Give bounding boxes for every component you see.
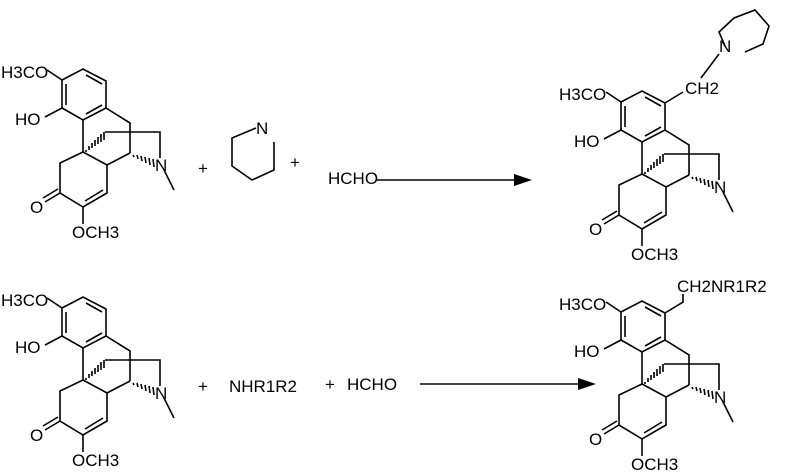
n-label: N	[714, 388, 726, 407]
aldehyde-label: HCHO	[328, 169, 378, 188]
ketone-o-label: O	[589, 430, 602, 449]
ketone-o-label: O	[30, 426, 43, 445]
product-2: H3CO HO N O OCH3 CH2NR1R2	[559, 277, 767, 472]
ome-label: H3CO	[1, 291, 48, 310]
reactant-1: H3CO HO N O OCH3	[1, 63, 175, 242]
enol-ome-label: OCH3	[72, 223, 119, 242]
reactant-2: H3CO HO N O OCH3	[1, 291, 175, 470]
amine-label: NHR1R2	[229, 377, 297, 396]
ch2-label: CH2	[685, 79, 719, 98]
plus-sign: +	[198, 377, 208, 396]
ome-label: H3CO	[559, 85, 606, 104]
reaction-arrow	[420, 378, 596, 390]
enol-ome-label: OCH3	[631, 245, 678, 264]
ketone-o-label: O	[30, 198, 43, 217]
piperidine: N	[231, 119, 275, 181]
ketone-o-label: O	[589, 220, 602, 239]
enol-ome-label: OCH3	[631, 455, 678, 472]
oh-label: HO	[15, 338, 41, 357]
plus-sign: +	[290, 153, 300, 172]
plus-sign: +	[198, 159, 208, 178]
oh-label: HO	[574, 342, 600, 361]
ome-label: H3CO	[1, 63, 48, 82]
n-label: N	[714, 178, 726, 197]
enol-ome-label: OCH3	[72, 451, 119, 470]
substituent-label: CH2NR1R2	[677, 277, 767, 296]
product-1: H3CO HO N O OCH3 CH2 N	[559, 9, 770, 264]
n-label: N	[155, 384, 167, 403]
aldehyde-label: HCHO	[347, 375, 397, 394]
ome-label: H3CO	[559, 295, 606, 314]
piperidine-n-label: N	[719, 37, 731, 56]
reaction-arrow	[376, 174, 532, 186]
piperidine-n-label: N	[256, 119, 268, 138]
plus-sign: +	[325, 375, 335, 394]
oh-label: HO	[574, 132, 600, 151]
n-label: N	[155, 156, 167, 175]
oh-label: HO	[15, 110, 41, 129]
